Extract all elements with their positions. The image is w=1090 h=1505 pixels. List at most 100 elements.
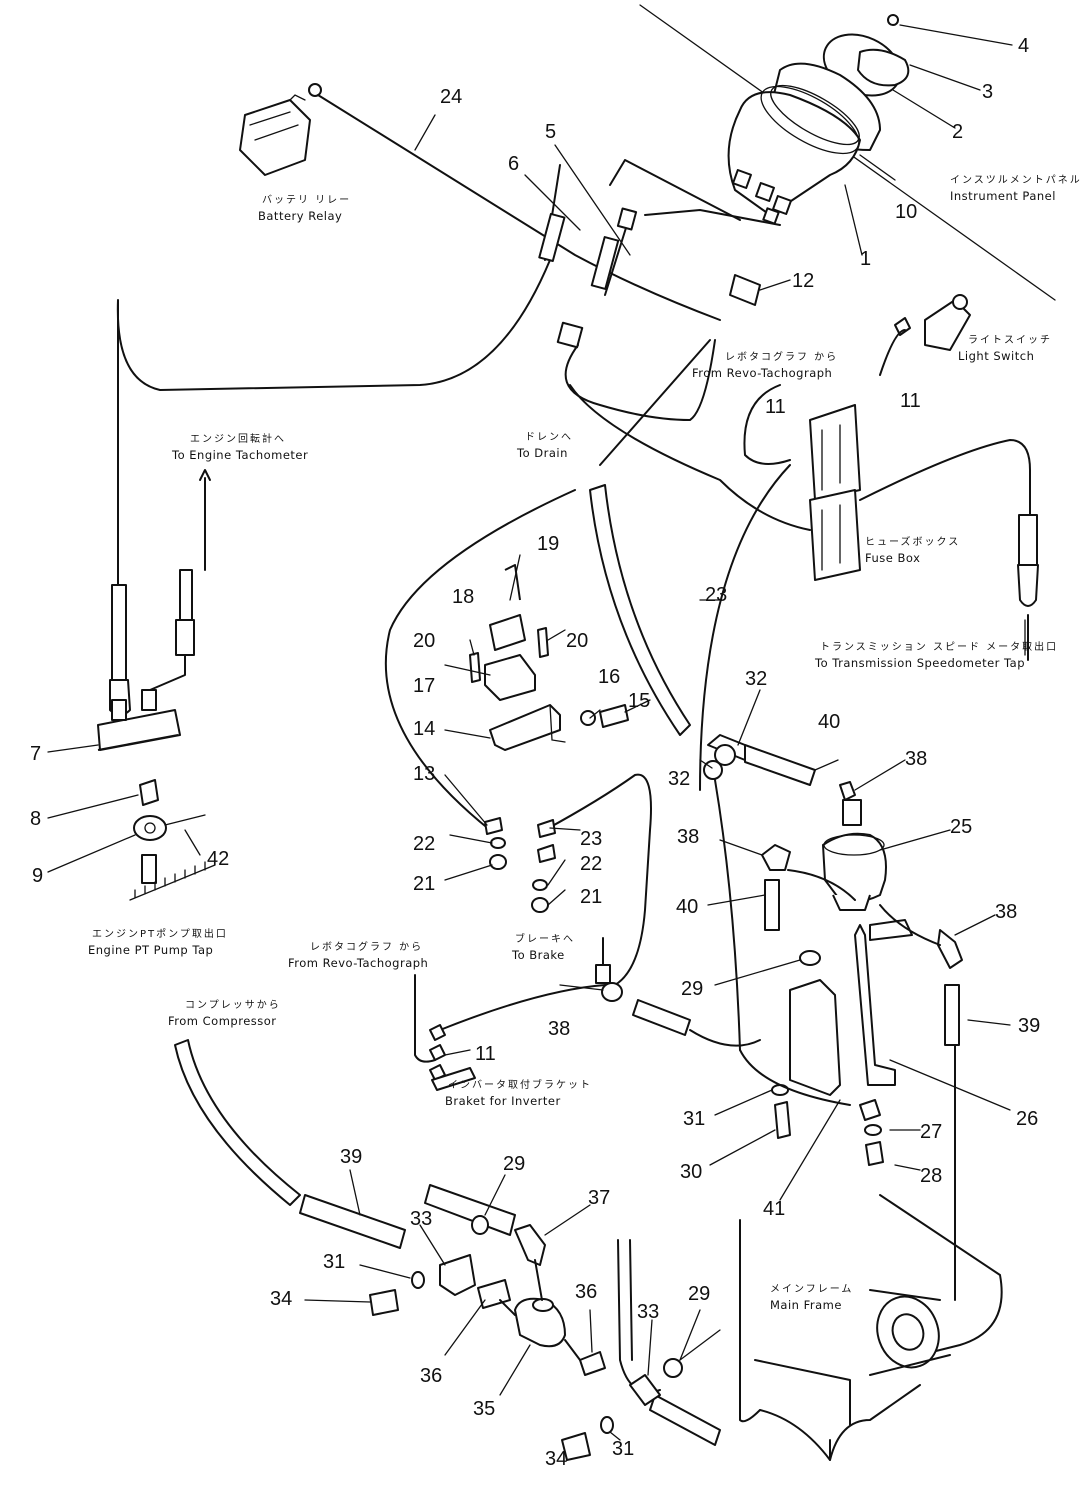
transmission-speedometer-cable <box>859 439 1039 661</box>
callout-38a: 38 <box>905 748 927 770</box>
callout-40b: 40 <box>676 896 698 918</box>
callout-numbers: 4 3 2 10 1 12 24 5 6 11 11 19 18 20 20 2… <box>30 35 1040 1470</box>
leader-lines <box>47 24 1026 1441</box>
relay-18 <box>489 614 526 651</box>
key-3 <box>857 48 910 87</box>
from-revo-tachograph-2-label: From Revo-Tachograph <box>288 956 428 970</box>
callout-26: 26 <box>1016 1108 1038 1130</box>
callout-15: 15 <box>628 690 650 712</box>
from-compressor-label-jp: コンプレッサから <box>185 999 281 1011</box>
callout-31c: 31 <box>612 1438 634 1460</box>
nut-21 <box>489 854 507 870</box>
bolt-28 <box>865 1141 884 1166</box>
clamp-33b <box>629 1374 661 1406</box>
callout-42: 42 <box>207 848 229 870</box>
bolt-20 <box>469 652 481 683</box>
fuse-box <box>809 404 861 581</box>
callout-39b: 39 <box>340 1146 362 1168</box>
callout-13: 13 <box>413 763 435 785</box>
callout-39a: 39 <box>1018 1015 1040 1037</box>
callout-9: 9 <box>32 865 43 887</box>
bolt-34 <box>369 1289 399 1316</box>
relay-terminal <box>308 83 322 97</box>
elbow-37 <box>514 1224 546 1266</box>
callout-20a: 20 <box>413 630 435 652</box>
callout-31b: 31 <box>323 1251 345 1273</box>
callout-19: 19 <box>537 533 559 555</box>
bracket-for-inverter-label-jp: インバータ取付ブラケット <box>448 1078 592 1091</box>
fuse-box-label-jp: ヒューズボックス <box>865 535 960 548</box>
callout-29a: 29 <box>681 978 703 1000</box>
callout-32a: 32 <box>745 668 767 690</box>
callout-40a: 40 <box>818 711 840 733</box>
washer-27 <box>864 1124 882 1136</box>
fuse-box-label: Fuse Box <box>865 551 920 565</box>
callout-3: 3 <box>982 81 993 103</box>
compressor-line <box>174 1039 606 1376</box>
transmission-tap-label: To Transmission Speedometer Tap <box>814 656 1025 670</box>
transmission-tap-label-jp: トランスミッション スピード メータ取出口 <box>820 640 1058 653</box>
callout-16: 16 <box>598 666 620 688</box>
callout-28: 28 <box>920 1165 942 1187</box>
callout-8: 8 <box>30 808 41 830</box>
clamp-33 <box>439 1254 476 1296</box>
washer-31b <box>411 1271 425 1289</box>
engine-pt-pump-tap-label-jp: エンジンPTポンプ取出口 <box>92 927 228 940</box>
callout-30: 30 <box>680 1161 702 1183</box>
bracket-assembly <box>469 564 629 913</box>
instrument-panel-label: Instrument Panel <box>950 189 1056 203</box>
callout-1: 1 <box>860 248 871 270</box>
valve-25 <box>822 832 887 903</box>
callout-38c: 38 <box>995 901 1017 923</box>
main-frame-label: Main Frame <box>770 1298 842 1312</box>
callout-10: 10 <box>895 201 917 223</box>
callout-34b: 34 <box>545 1448 567 1470</box>
light-switch-label-jp: ライトスイッチ <box>968 334 1052 346</box>
callout-37: 37 <box>588 1187 610 1209</box>
bolt-34b <box>561 1432 591 1461</box>
pipe-39 <box>944 984 960 1046</box>
nut-9 <box>133 815 167 841</box>
cap-29a <box>799 950 821 966</box>
terminal-13 <box>484 817 503 835</box>
callout-2: 2 <box>952 121 963 143</box>
to-drain-label: To Drain <box>516 446 568 460</box>
from-revo-tachograph-2-label-jp: レボタコグラフ から <box>310 940 423 953</box>
battery-relay-label: Battery Relay <box>258 209 342 223</box>
elbow-38b <box>761 844 791 871</box>
main-frame <box>561 1044 1003 1461</box>
to-brake-label: To Brake <box>511 948 565 962</box>
callout-11a: 11 <box>900 390 921 412</box>
to-drain-label-jp: ドレンへ <box>525 432 573 443</box>
bolt-15 <box>599 704 629 728</box>
light-switch-label: Light Switch <box>958 349 1034 363</box>
callout-33a: 33 <box>410 1208 432 1230</box>
light-switch <box>894 294 971 351</box>
brake-line <box>429 937 761 1091</box>
callout-38b: 38 <box>677 826 699 848</box>
adapter-block-7 <box>97 709 181 751</box>
elbow-38d <box>601 982 623 1002</box>
callout-38d: 38 <box>548 1018 570 1040</box>
callout-24: 24 <box>440 86 462 108</box>
washer-22b <box>532 879 548 891</box>
bracket-26 <box>854 924 896 1086</box>
callout-6: 6 <box>508 153 519 175</box>
valve-35 <box>514 1297 566 1348</box>
callout-21b: 21 <box>580 886 602 908</box>
callout-20b: 20 <box>566 630 588 652</box>
washer-31c <box>600 1416 614 1434</box>
bracket-14 <box>489 704 561 751</box>
pipe-39b <box>299 1194 406 1249</box>
callout-29c: 29 <box>688 1283 710 1305</box>
callout-11c: 11 <box>475 1043 496 1065</box>
elbow-38a <box>839 781 856 801</box>
from-revo-tachograph-1-label-jp: レボタコグラフ から <box>725 350 838 363</box>
battery-relay <box>239 83 322 176</box>
tee-32 <box>714 744 736 766</box>
screw-4 <box>887 14 899 26</box>
callout-29b: 29 <box>503 1153 525 1175</box>
bolt-20b <box>537 627 549 658</box>
callout-41: 41 <box>763 1198 785 1220</box>
to-engine-tachometer-label-jp: エンジン回転計へ <box>190 432 286 445</box>
